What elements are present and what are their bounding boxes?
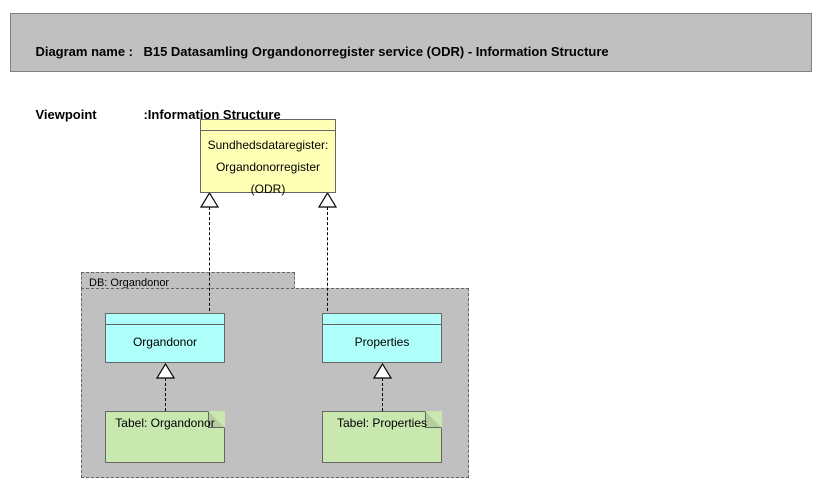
node-tabel-properties[interactable]: Tabel: Properties: [322, 411, 442, 463]
node-label: Tabel: Organdonor: [115, 416, 215, 430]
relationship-line-properties-to-odr: [327, 207, 328, 316]
relationship-line-tabel-properties-to-properties: [382, 378, 383, 411]
node-header-strip: [323, 314, 441, 325]
node-organdonor[interactable]: Organdonor: [105, 313, 225, 363]
viewpoint-line: Viewpoint:Information Structure: [21, 83, 801, 146]
viewpoint-value: Information Structure: [147, 107, 281, 122]
viewpoint-label: Viewpoint: [35, 107, 97, 122]
node-label: Properties: [354, 335, 410, 349]
diagram-name-value: B15 Datasamling Organdonorregister servi…: [143, 44, 609, 59]
node-sundhedsdataregister-odr[interactable]: Sundhedsdataregister: Organdonorregister…: [200, 119, 336, 196]
diagram-name-line: Diagram name : B15 Datasamling Organdonor…: [21, 20, 801, 83]
package-label: DB: Organdonor: [89, 277, 170, 289]
relationship-line-tabel-organdonor-to-organdonor: [165, 378, 166, 411]
node-tabel-organdonor[interactable]: Tabel: Organdonor: [105, 411, 225, 463]
relationship-line-organdonor-to-odr: [209, 207, 210, 316]
artifact-body: [322, 411, 442, 463]
node-header-strip: [201, 120, 335, 131]
diagram-name-label: Diagram name :: [35, 44, 133, 59]
node-label-line-1: Sundhedsdataregister:: [207, 138, 329, 152]
artifact-body: [105, 411, 225, 463]
node-label: Organdonor: [132, 335, 198, 349]
package-tab-db-organdonor[interactable]: DB: Organdonor: [81, 272, 295, 289]
viewpoint-separator: :: [143, 107, 148, 122]
node-header-strip: [106, 314, 224, 325]
node-label-line-3: (ODR): [250, 182, 286, 196]
diagram-header-bar: Diagram name : B15 Datasamling Organdonor…: [10, 13, 812, 122]
node-properties[interactable]: Properties: [322, 313, 442, 363]
node-label-line-2: Organdonorregister: [215, 160, 321, 174]
node-label: Tabel: Properties: [336, 416, 428, 430]
